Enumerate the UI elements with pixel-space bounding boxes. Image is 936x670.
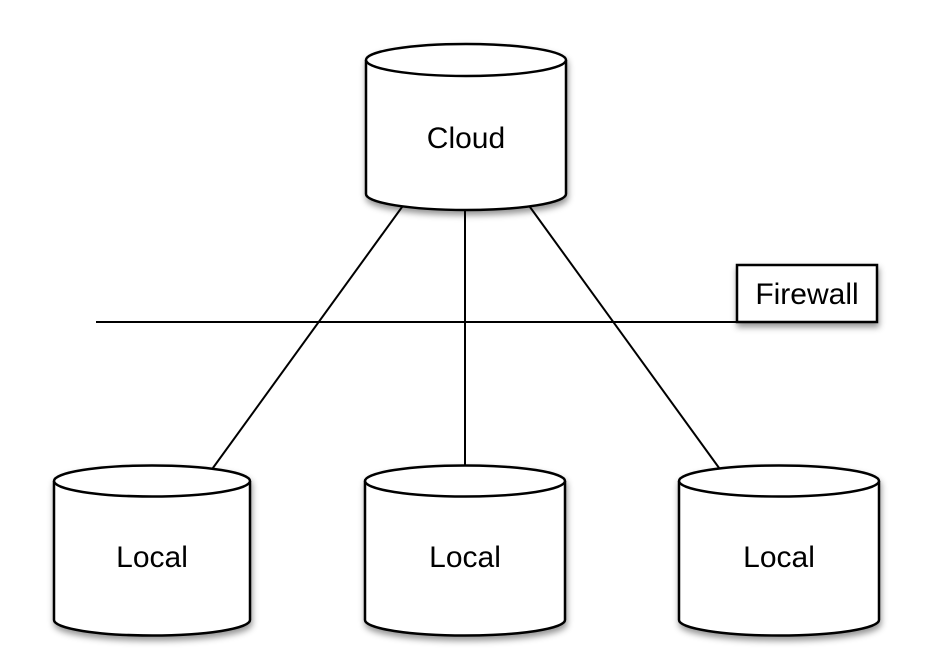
local-3-cylinder-top bbox=[677, 464, 881, 498]
local-3-cylinder-body bbox=[677, 481, 881, 637]
local-3-label: Local bbox=[743, 541, 815, 574]
cloud-cylinder-body bbox=[364, 60, 568, 212]
firewall-box bbox=[735, 263, 879, 324]
cloud-cylinder-top bbox=[364, 42, 568, 78]
local-node-2: Local bbox=[363, 464, 567, 637]
cloud-label: Cloud bbox=[427, 122, 505, 155]
local-2-label: Local bbox=[429, 541, 501, 574]
local-2-cylinder-top bbox=[363, 464, 567, 498]
local-node-3: Local bbox=[677, 464, 881, 637]
cloud-to-local-3-connector bbox=[521, 195, 723, 473]
cloud-to-local-1-connector bbox=[209, 195, 411, 473]
cloud-node: Cloud bbox=[364, 42, 568, 212]
firewall-node: Firewall bbox=[735, 263, 879, 324]
local-1-cylinder-top bbox=[52, 464, 252, 498]
local-1-label: Local bbox=[116, 541, 188, 574]
local-2-cylinder-body bbox=[363, 481, 567, 637]
local-1-cylinder-body bbox=[52, 481, 252, 637]
connectors bbox=[96, 195, 742, 473]
local-node-1: Local bbox=[52, 464, 252, 637]
firewall-label: Firewall bbox=[755, 278, 858, 311]
